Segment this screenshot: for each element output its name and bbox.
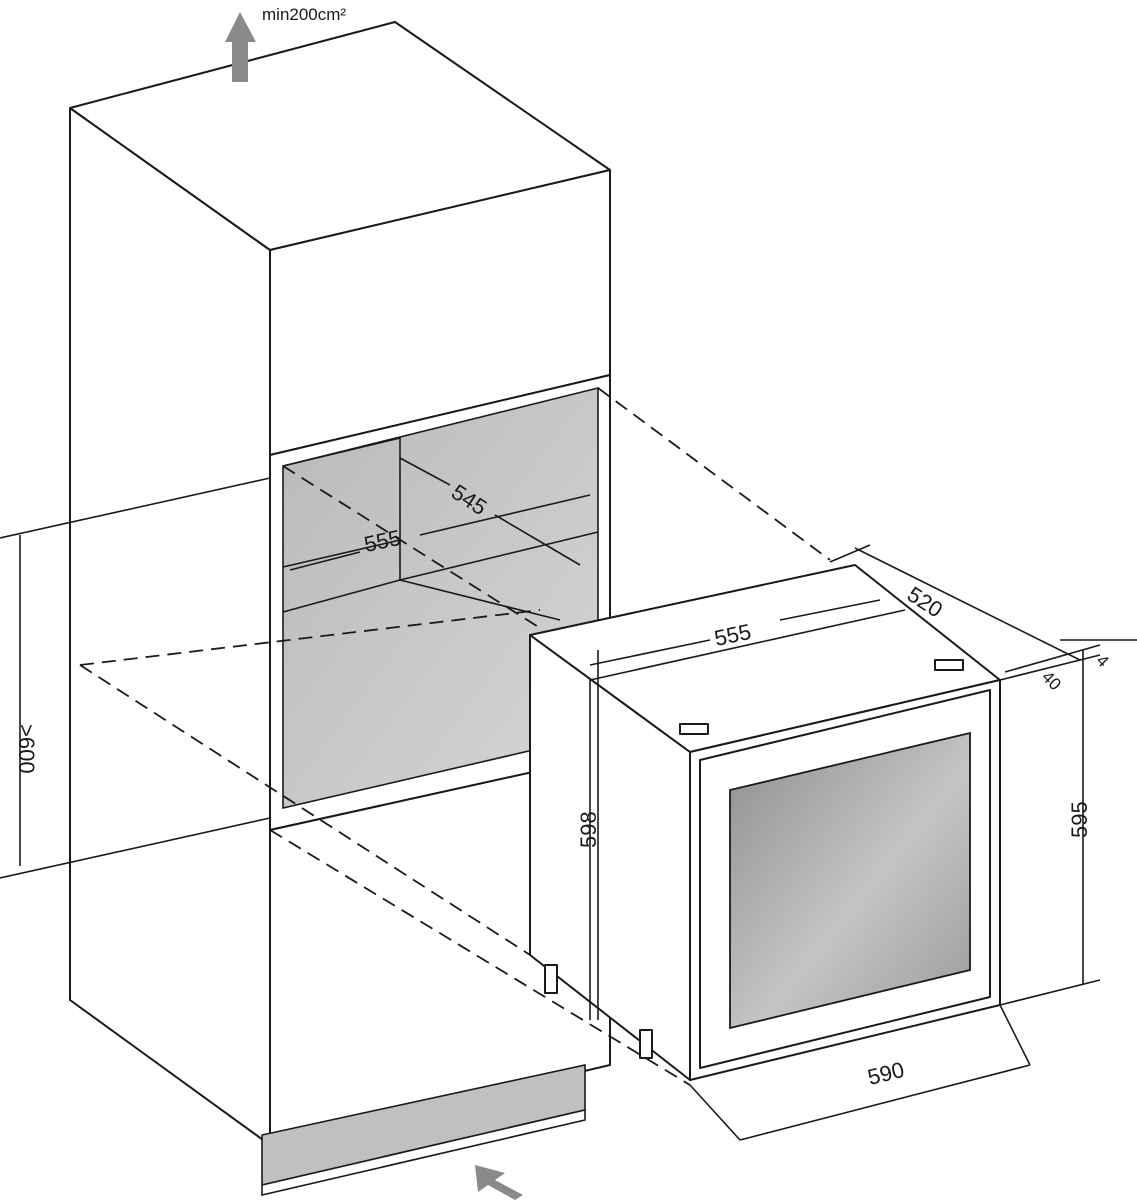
unit-front-height-label: 595 [1067,801,1092,838]
dimension-lines [0,457,1137,1141]
hinge-top-left [679,723,709,735]
door-gap-label: 4 [1092,651,1112,671]
unit-glass [729,731,971,1030]
unit-front-width-label: 590 [865,1057,907,1090]
cabinet-side-panel [69,107,271,1146]
niche-diag [399,579,561,621]
foot-right [639,1029,653,1059]
door-thickness-label: 40 [1038,667,1065,694]
niche-floor-edge [282,579,401,613]
niche-back-edge [282,436,599,582]
cabinet-lower-front [269,754,611,1146]
foot-left [544,964,558,994]
plinth-base [261,1108,586,1197]
dashed-guides [79,387,831,1086]
airflow-arrows [225,12,523,1200]
niche-height-label: >600 [14,724,39,774]
vent-up-arrow-icon [225,12,256,82]
tall-cabinet [69,21,611,1197]
vent-area-label: min200cm² [262,5,346,24]
wine-cooler-unit [529,564,1001,1081]
niche-mid-shelf [282,539,401,568]
unit-body-height-label: 598 [576,811,601,848]
vent-in-arrow-icon [475,1165,523,1200]
hinge-top-right [934,659,964,671]
